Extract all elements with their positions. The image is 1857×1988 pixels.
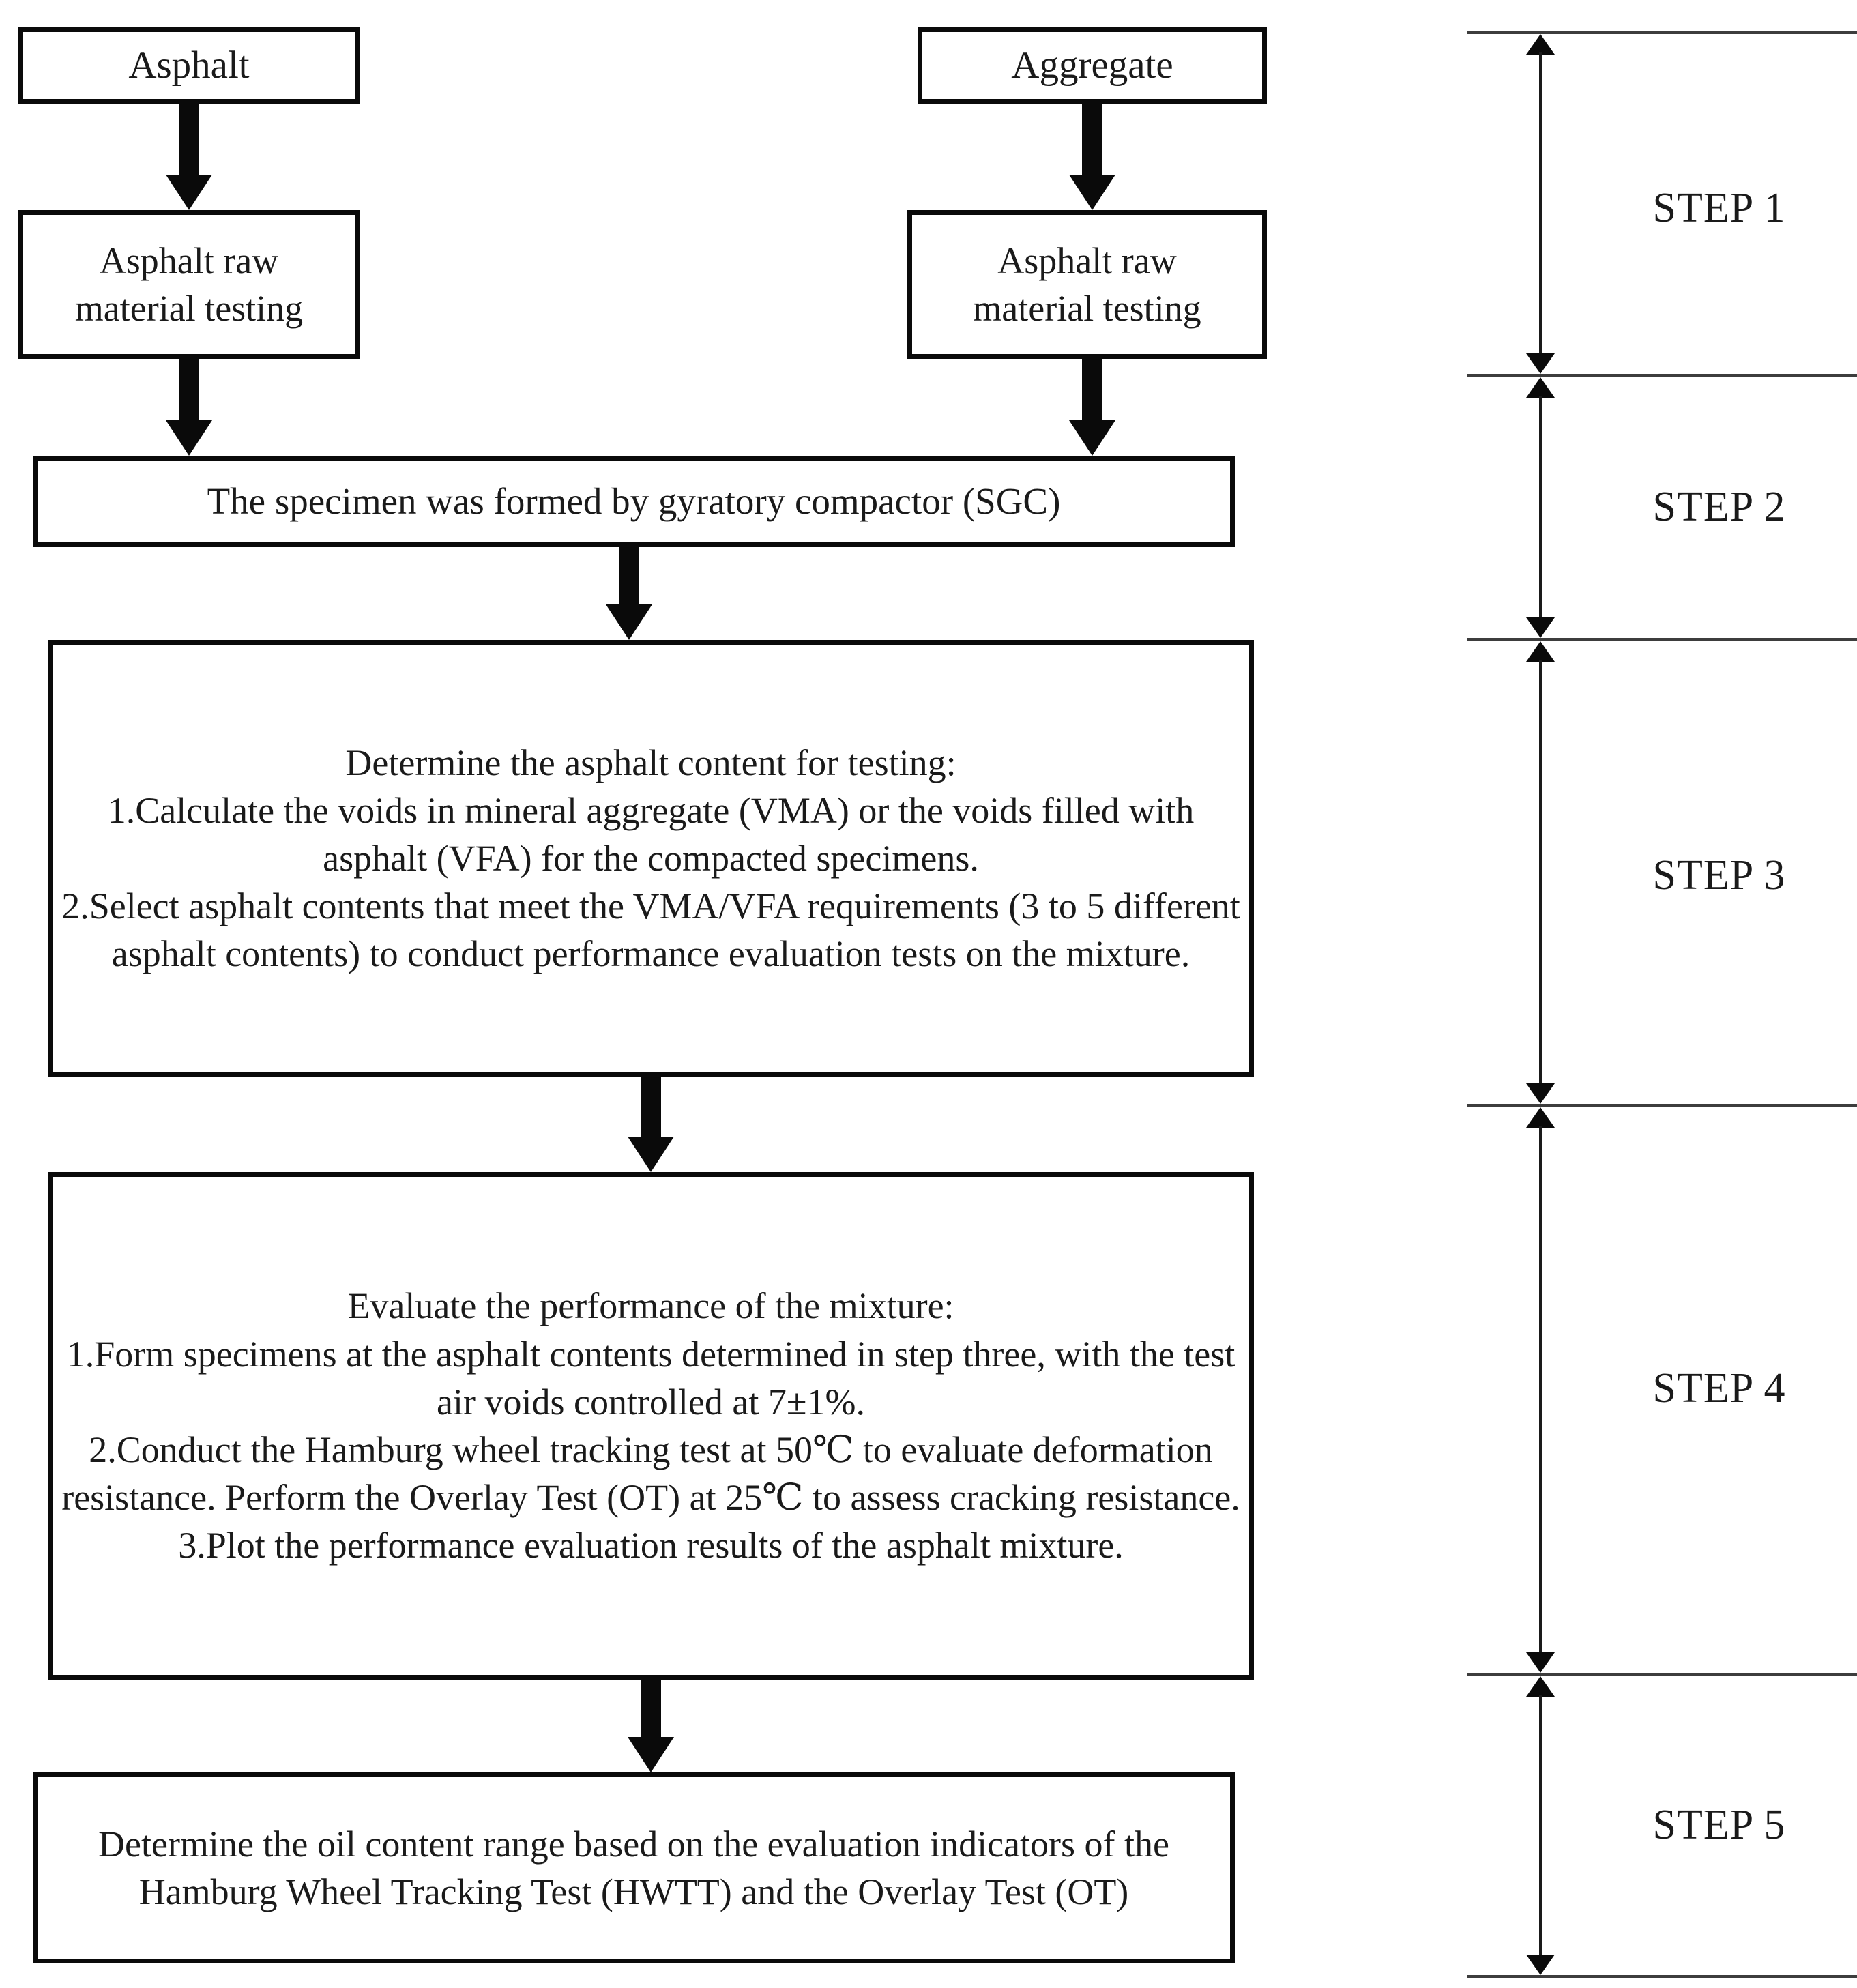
rule-line-2	[1467, 638, 1857, 641]
box-evaluate-performance: Evaluate the performance of the mixture:…	[48, 1172, 1254, 1680]
arrow-aggregate-testing-to-sgc	[1069, 359, 1115, 456]
arrow-asphalt-testing-to-sgc	[166, 359, 212, 456]
box-determine-asphalt-content-label: Determine the asphalt content for testin…	[61, 742, 1240, 975]
box-determine-oil-content-range: Determine the oil content range based on…	[33, 1772, 1235, 1963]
arrow-aggregate-to-testing	[1069, 104, 1115, 210]
arrowhead-step-5-top	[1526, 1676, 1555, 1697]
rule-line-4	[1467, 1673, 1857, 1676]
arrow-step3-to-step4	[628, 1077, 674, 1172]
box-asphalt: Asphalt	[18, 27, 360, 104]
box-gyratory-compactor-label: The specimen was formed by gyratory comp…	[207, 480, 1061, 523]
arrowhead-step-4-top	[1526, 1107, 1555, 1128]
measure-line-step-1	[1539, 52, 1542, 356]
measure-line-step-5	[1539, 1695, 1542, 1957]
arrowhead-step-1-top	[1526, 34, 1555, 55]
arrowhead-step-3-top	[1526, 641, 1555, 662]
step-label-2: STEP 2	[1652, 484, 1786, 530]
step-label-3: STEP 3	[1652, 852, 1786, 898]
arrowhead-step-2-top	[1526, 377, 1555, 398]
rule-line-1	[1467, 374, 1857, 377]
rule-line-3	[1467, 1104, 1857, 1107]
arrow-step4-to-step5	[628, 1680, 674, 1772]
measure-line-step-2	[1539, 396, 1542, 621]
arrowhead-step-3-bottom	[1526, 1083, 1555, 1104]
arrowhead-step-1-bottom	[1526, 353, 1555, 374]
arrowhead-step-2-bottom	[1526, 617, 1555, 638]
arrowhead-step-4-bottom	[1526, 1652, 1555, 1673]
measure-line-step-3	[1539, 660, 1542, 1086]
arrow-asphalt-to-testing	[166, 104, 212, 210]
rule-line-top	[1467, 31, 1857, 34]
box-aggregate-raw-material-testing-label: Asphalt raw material testing	[973, 239, 1201, 329]
box-asphalt-raw-material-testing-label: Asphalt raw material testing	[74, 239, 304, 329]
arrowhead-step-5-bottom	[1526, 1955, 1555, 1975]
arrow-sgc-to-step3	[606, 547, 652, 640]
box-asphalt-raw-material-testing: Asphalt raw material testing	[18, 210, 360, 359]
box-aggregate-label: Aggregate	[1011, 43, 1173, 87]
step-label-5: STEP 5	[1652, 1802, 1786, 1848]
box-aggregate-raw-material-testing: Asphalt raw material testing	[907, 210, 1267, 359]
box-gyratory-compactor: The specimen was formed by gyratory comp…	[33, 456, 1235, 547]
box-aggregate: Aggregate	[918, 27, 1267, 104]
box-determine-asphalt-content: Determine the asphalt content for testin…	[48, 640, 1254, 1077]
step-label-4: STEP 4	[1652, 1365, 1786, 1412]
rule-line-bottom	[1467, 1975, 1857, 1978]
box-asphalt-label: Asphalt	[128, 43, 250, 87]
box-determine-oil-content-range-label: Determine the oil content range based on…	[98, 1823, 1169, 1912]
box-evaluate-performance-label: Evaluate the performance of the mixture:…	[61, 1285, 1240, 1566]
measure-line-step-4	[1539, 1126, 1542, 1654]
step-label-1: STEP 1	[1652, 185, 1786, 231]
